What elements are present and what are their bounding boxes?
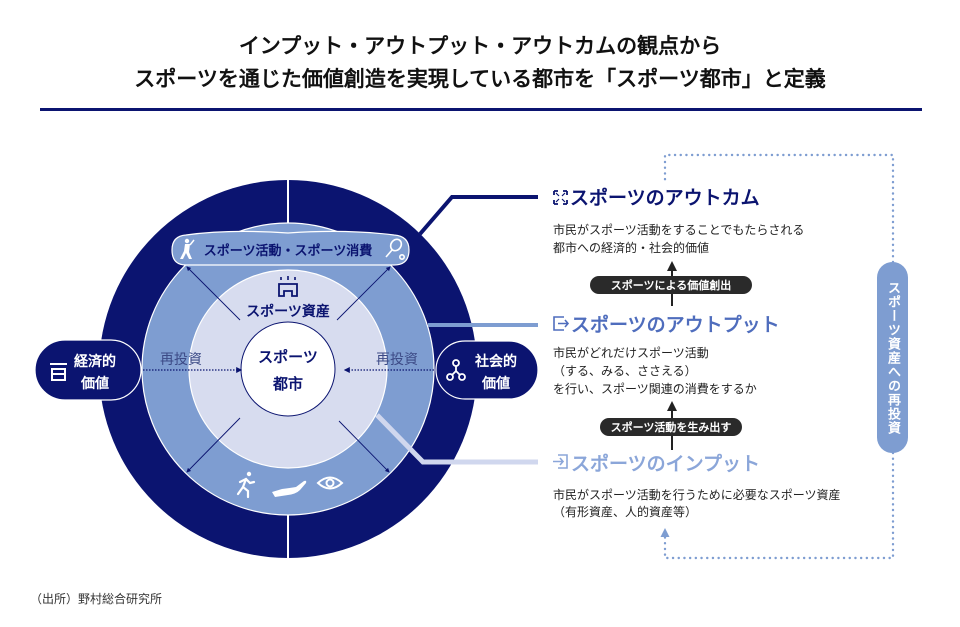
economic-value-line-1: 経済的 [74,353,116,370]
arrow-to-bottom-right [338,420,390,473]
reinvest-loop-arrowhead [660,528,670,537]
arrow-to-bottom-left [186,417,241,473]
transition-label-activity: スポーツ活動を生み出す [611,420,732,434]
output-heading: スポーツのアウトプット [571,313,780,336]
output-desc-line-1: 市民がどれだけスポーツ活動 [553,345,709,360]
input-desc-line-2: （有形資産、人的資産等） [553,504,697,519]
reinvest-loop-bottom [663,451,895,560]
input-stage: スポーツのインプット 市民がスポーツ活動を行うために必要なスポーツ資産 （有形資… [553,452,841,519]
tennis-racket-icon [385,238,405,261]
input-heading: スポーツのインプット [571,452,760,475]
activity-pill-label: スポーツ活動・スポーツ消費 [204,243,372,259]
social-value-line-1: 社会的 [474,353,517,370]
center-label-line-1: スポーツ [258,348,318,366]
transition-label-value-creation: スポーツによる価値創出 [611,278,731,292]
outcome-stage: スポーツのアウトカム 市民がスポーツ活動をすることでもたらされる 都市への経済的… [553,186,804,255]
center-label-line-2: 都市 [272,375,303,393]
transition-pill-activity [600,418,742,436]
economic-value-pill: 経済的 価値 [34,339,142,401]
source-note: （出所）野村総合研究所 [30,592,163,606]
transition-pill-value-creation [590,276,752,294]
economic-value-line-2: 価値 [80,375,109,392]
social-value-line-2: 価値 [481,375,510,392]
helping-hand-icon [272,480,307,497]
center-circle [240,321,336,417]
reinvest-label-right: 再投資 [376,352,418,368]
output-stage: スポーツのアウトプット 市民がどれだけスポーツ活動 （する、みる、ささえる） を… [553,313,780,396]
expand-icon [553,190,568,205]
reinvest-label-left: 再投資 [160,352,202,368]
reinvest-loop-pill: スポーツ資産への再投資 [877,262,908,453]
input-desc-line-1: 市民がスポーツ活動を行うために必要なスポーツ資産 [553,487,841,502]
export-icon [553,316,570,331]
title-divider [40,108,922,111]
arrow-to-activity-left [186,266,241,321]
arrow-to-activity-right [336,266,391,321]
outcome-heading: スポーツのアウトカム [570,186,760,209]
athlete-icon [180,238,195,259]
output-desc-line-2: （する、みる、ささえる） [553,364,697,378]
output-desc-line-3: を行い、スポーツ関連の消費をするか [553,381,757,396]
social-value-pill: 社会的 価値 [435,340,539,400]
assets-label: スポーツ資産 [246,303,330,320]
title-line-2: スポーツを通じた価値創造を実現している都市を「スポーツ都市」と定義 [134,67,826,91]
import-icon [553,454,568,469]
outcome-desc-line-2: 都市への経済的・社会的価値 [553,240,709,255]
outcome-desc-line-1: 市民がスポーツ活動をすることでもたらされる [553,222,804,237]
running-icon [236,471,256,499]
activity-pill: スポーツ活動・スポーツ消費 [171,230,410,266]
outcome-connector [418,195,538,236]
input-connector [375,413,538,465]
building-icon [50,363,67,381]
stadium-icon [278,276,298,297]
network-icon [446,359,466,381]
title-line-1: インプット・アウトプット・アウトカムの観点から [238,34,722,58]
eye-icon [316,476,344,490]
